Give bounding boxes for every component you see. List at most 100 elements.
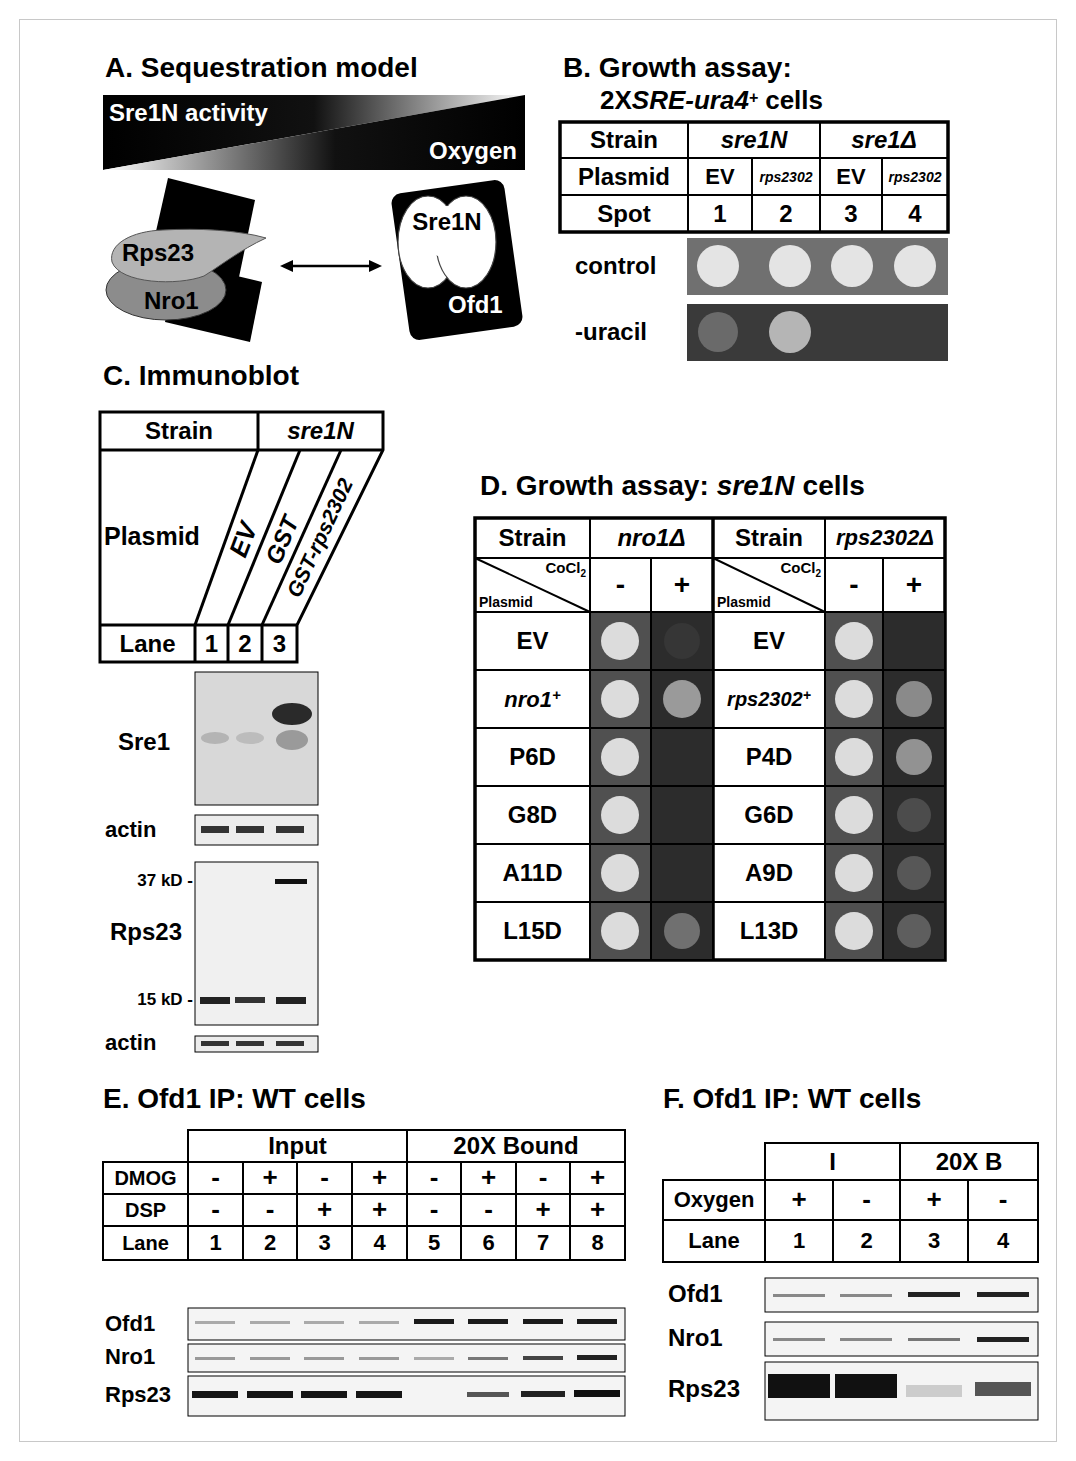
node-text: Nro1 <box>144 287 199 314</box>
growth-spots <box>601 854 639 892</box>
text-holder: C. Immunoblot <box>103 360 299 392</box>
western-blot <box>414 1357 454 1360</box>
cell-text: 4 <box>908 200 921 227</box>
text-holder: Ofd1 <box>448 291 503 319</box>
cell-line: 1 <box>205 630 218 658</box>
cell-text: 1 <box>713 200 726 227</box>
cell-line: sre1N <box>721 126 788 154</box>
growth-spots <box>601 622 639 660</box>
cell-line: I <box>829 1148 836 1176</box>
western-blot <box>195 1036 318 1052</box>
table-cell: - <box>832 1179 901 1221</box>
cell-text: + <box>590 1194 605 1224</box>
cell-text: Lane <box>688 1228 739 1253</box>
cell-line: 2 <box>238 630 251 658</box>
cell-text: Strain <box>145 417 213 444</box>
cell-line: P4D <box>746 743 793 771</box>
cell-text: G6D <box>744 801 793 828</box>
table-cell: 4 <box>967 1219 1039 1263</box>
table-cell: - <box>406 1193 462 1227</box>
table-cell: 2 <box>242 1225 298 1261</box>
cell-line: A9D <box>745 859 793 887</box>
panel-title: A. Sequestration model <box>105 52 418 83</box>
table-cell: EV <box>712 611 826 671</box>
table-frame <box>560 122 948 232</box>
title-text: D. Growth assay: <box>480 470 709 501</box>
table-cell: Strain <box>712 517 826 559</box>
text-holder: Nro1 <box>668 1324 723 1352</box>
cell-line: EV <box>705 164 734 189</box>
text-holder: Plasmid <box>104 522 200 551</box>
table-cell: 20X B <box>899 1142 1039 1181</box>
text-holder: actin <box>105 1030 156 1055</box>
text-holder: A. Sequestration model <box>105 52 418 84</box>
cell-text: - <box>266 1194 275 1224</box>
cell-text: 1 <box>205 630 218 657</box>
western-blot <box>523 1319 563 1324</box>
western-blot <box>577 1355 617 1360</box>
cell-line: Input <box>268 1132 327 1160</box>
western-blot <box>414 1319 454 1324</box>
cell-text: 3 <box>318 1230 330 1255</box>
growth-spots <box>590 612 651 960</box>
cell-text: nro1Δ <box>617 524 685 551</box>
table-cell <box>650 669 714 729</box>
growth-spots <box>651 612 713 960</box>
cell-text: - <box>616 569 625 600</box>
growth-spots <box>897 798 931 832</box>
gradient-band: Sre1N activityOxygen <box>103 95 525 170</box>
table-lines <box>100 624 297 627</box>
header-text: Plasmid <box>479 594 533 610</box>
table-cell <box>882 611 946 671</box>
figure-frame <box>20 20 1057 1442</box>
western-blot <box>201 1041 229 1046</box>
cell-line: rps2302 <box>760 168 813 186</box>
cell-line: + <box>674 569 690 601</box>
western-blot <box>977 1337 1029 1342</box>
western-blot <box>773 1338 825 1341</box>
western-blot <box>276 730 308 750</box>
cell-text: + <box>791 1184 806 1214</box>
cell-text: 2 <box>860 1228 872 1253</box>
text-holder: Nro1 <box>144 287 199 315</box>
panel-title: B. Growth assay: <box>563 52 792 83</box>
table-cell: L13D <box>712 901 826 961</box>
table-cell: sre1N <box>257 411 384 451</box>
table-cell: Plasmid <box>559 157 689 196</box>
western-blot <box>276 997 306 1004</box>
cell-text: + <box>674 569 690 600</box>
cell-text: - <box>430 1162 439 1192</box>
cell-text: 8 <box>591 1230 603 1255</box>
cell-text: Strain <box>735 524 803 551</box>
table-cell: G8D <box>474 785 591 845</box>
panel-title: C. Immunoblot <box>103 360 299 391</box>
growth-spots <box>835 912 873 950</box>
cell-text: EV <box>836 164 865 189</box>
western-blot <box>908 1292 960 1297</box>
cell-line: - <box>266 1195 275 1225</box>
western-blot <box>188 1344 625 1372</box>
blot-label: actin <box>105 817 156 842</box>
western-blot <box>195 862 318 1025</box>
table-cell: CoCl2Plasmid <box>474 557 591 613</box>
cell-line: Spot <box>597 200 650 228</box>
text-holder: F. Ofd1 IP: WT cells <box>663 1083 921 1115</box>
table-frame <box>475 518 945 960</box>
growth-spots <box>896 739 932 775</box>
table-cell: Strain <box>99 411 259 451</box>
cell-line: Strain <box>145 417 213 445</box>
node-text: Oxygen <box>429 137 517 164</box>
cell-line: G6D <box>744 801 793 829</box>
table-cell: Lane <box>99 624 196 663</box>
cell-line: 2 <box>264 1230 276 1255</box>
title-text: 2X <box>600 85 632 115</box>
cell-line: A11D <box>502 859 562 887</box>
table-lines <box>475 558 825 612</box>
growth-spots <box>894 245 936 287</box>
western-blot <box>195 672 318 1052</box>
cell-text: + <box>535 1194 550 1224</box>
cell-text: + <box>372 1194 387 1224</box>
text-holder: Ofd1 <box>105 1311 155 1336</box>
arrow-line <box>291 265 371 268</box>
western-blot <box>276 826 304 833</box>
